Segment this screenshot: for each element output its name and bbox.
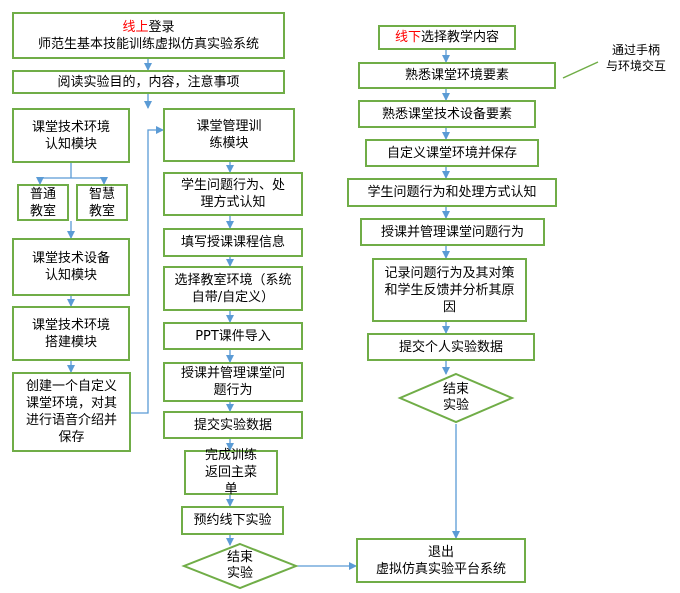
right-teach-manage-box: 授课并管理课堂问题行为: [360, 218, 545, 246]
class-management-module-box: 课堂管理训练模块: [163, 108, 295, 162]
read-objectives-box: 阅读实验目的，内容，注意事项: [12, 70, 285, 94]
student-behavior-cognition-box: 学生问题行为、处理方式认知: [163, 172, 303, 216]
book-offline-experiment-box: 预约线下实验: [181, 506, 284, 535]
familiar-equipment-elements-box: 熟悉课堂技术设备要素: [358, 100, 536, 128]
custom-env-save-box: 自定义课堂环境并保存: [365, 139, 539, 167]
teach-manage-behavior-box: 授课并管理课堂问题行为: [163, 362, 303, 402]
offline-label: 线下: [394, 30, 421, 45]
submit-data-box: 提交实验数据: [163, 411, 303, 439]
submit-personal-data-box: 提交个人实验数据: [367, 333, 535, 361]
create-custom-env-box: 创建一个自定义课堂环境，对其进行语音介绍并保存: [12, 372, 131, 452]
online-label: 线上: [122, 19, 149, 35]
exit-platform-box: 退出 虚拟仿真实验平台系统: [356, 538, 526, 583]
finish-training-box: 完成训练返回主菜单: [184, 448, 278, 497]
offline-select-content-box: 线下选择教学内容: [378, 25, 516, 50]
equipment-cognition-module-box: 课堂技术设备认知模块: [12, 238, 130, 296]
env-build-module-box: 课堂技术环境搭建模块: [12, 306, 130, 361]
familiar-env-elements-box: 熟悉课堂环境要素: [358, 62, 556, 89]
left-end-diamond: 结束 实验: [226, 550, 253, 581]
choose-classroom-box: 选择教室环境（系统自带/自定义）: [163, 266, 303, 311]
record-analyze-box: 记录问题行为及其对策和学生反馈并分析其原因: [372, 258, 527, 322]
behavior-handling-cognition-box: 学生问题行为和处理方式认知: [347, 178, 557, 207]
ppt-import-box: PPT课件导入: [163, 322, 303, 350]
normal-classroom-box: 普通教室: [17, 184, 69, 221]
online-login-box: 线上登录 师范生基本技能训练虚拟仿真实验系统: [12, 12, 285, 59]
fill-course-info-box: 填写授课课程信息: [163, 228, 303, 257]
smart-classroom-box: 智慧教室: [76, 184, 128, 221]
right-end-diamond: 结束 实验: [442, 382, 469, 413]
env-cognition-module-box: 课堂技术环境认知模块: [12, 108, 130, 163]
handle-interaction-note: 通过手柄 与环境交互: [605, 43, 666, 73]
